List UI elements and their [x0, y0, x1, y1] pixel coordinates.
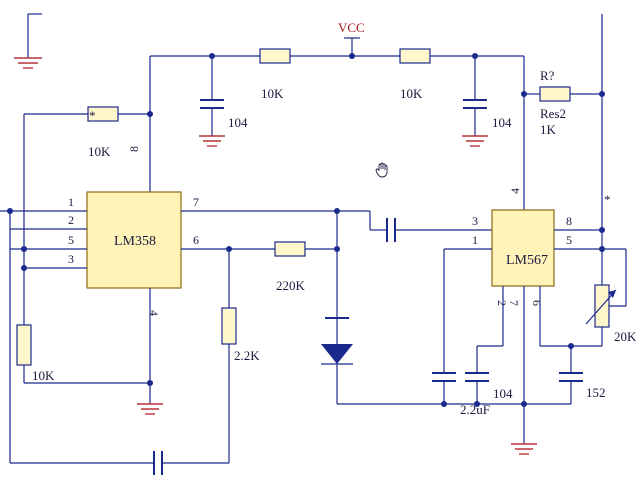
lm358-pin-8: 8	[127, 146, 141, 152]
lm358-pin-3: 3	[68, 252, 74, 266]
lm358-pin7-net	[181, 208, 524, 405]
hand-cursor-icon	[375, 162, 388, 178]
lm567-pin-2: 2	[495, 300, 509, 306]
lm567-right-net	[521, 14, 627, 347]
resistor-feedback-mark: *	[89, 108, 96, 123]
potentiometer	[585, 284, 617, 328]
resistor-feedback	[87, 106, 119, 122]
resistor-top-right-value: 10K	[400, 86, 423, 101]
ic-lm567-label: LM567	[506, 253, 548, 268]
lm358-pin-5: 5	[68, 233, 74, 247]
capacitor-2-2uf-value: 2.2uF	[460, 402, 490, 417]
capacitor-top-left	[199, 56, 225, 147]
lm358-pin-6: 6	[193, 233, 199, 247]
potentiometer-mark: *	[604, 192, 611, 207]
capacitor-top-right	[462, 56, 488, 147]
resistor-2k2	[221, 307, 237, 345]
lm567-pin-5: 5	[566, 233, 572, 247]
feedback-resistor-net	[23, 113, 150, 325]
resistor-output-name: Res2	[540, 106, 566, 121]
lm567-timing-capacitor	[524, 286, 583, 405]
lm567-bottom-capacitors	[432, 248, 537, 455]
resistor-output-value: 1K	[540, 122, 557, 137]
capacitor-104-value: 104	[493, 386, 513, 401]
ground-symbol-top-left	[14, 13, 42, 69]
resistor-220k	[274, 241, 306, 257]
potentiometer-value: 20K	[614, 329, 637, 344]
supply-rail	[147, 37, 525, 210]
resistor-220k-value: 220K	[276, 278, 306, 293]
resistor-bottom-left-value: 10K	[32, 368, 55, 383]
lm358-pin6-net	[10, 246, 337, 475]
resistor-output-ref: R?	[540, 68, 555, 83]
lm567-pin-8: 8	[566, 214, 572, 228]
lm567-pin-4: 4	[508, 188, 522, 194]
resistor-top-left	[259, 48, 291, 64]
ic-lm358	[86, 191, 182, 289]
lm567-pin-6: 6	[530, 300, 544, 306]
vcc-label: VCC	[338, 20, 365, 35]
lm567-pin-1: 1	[472, 233, 478, 247]
lm358-pin-1: 1	[68, 195, 74, 209]
lm358-left-pins	[0, 208, 87, 463]
lm358-pin-7: 7	[193, 195, 199, 209]
resistor-2k2-value: 2.2K	[234, 348, 260, 363]
lm358-ground-net	[137, 288, 163, 415]
capacitor-top-left-value: 104	[228, 115, 248, 130]
capacitor-top-right-value: 104	[492, 115, 512, 130]
resistor-bottom-left-net	[23, 365, 150, 384]
lm567-pin-3: 3	[472, 214, 478, 228]
lm358-pin-4: 4	[147, 310, 161, 316]
diode-symbol	[321, 344, 353, 364]
resistor-top-left-value: 10K	[261, 86, 284, 101]
capacitor-152-value: 152	[586, 385, 606, 400]
ic-lm358-label: LM358	[114, 234, 156, 249]
resistor-output	[539, 86, 571, 102]
lm567-pin-7: 7	[507, 300, 521, 306]
resistor-bottom-left	[16, 324, 32, 366]
resistor-feedback-value: 10K	[88, 144, 111, 159]
ic-lm567	[491, 209, 555, 287]
lm358-pin-2: 2	[68, 213, 74, 227]
resistor-top-right	[399, 48, 431, 64]
